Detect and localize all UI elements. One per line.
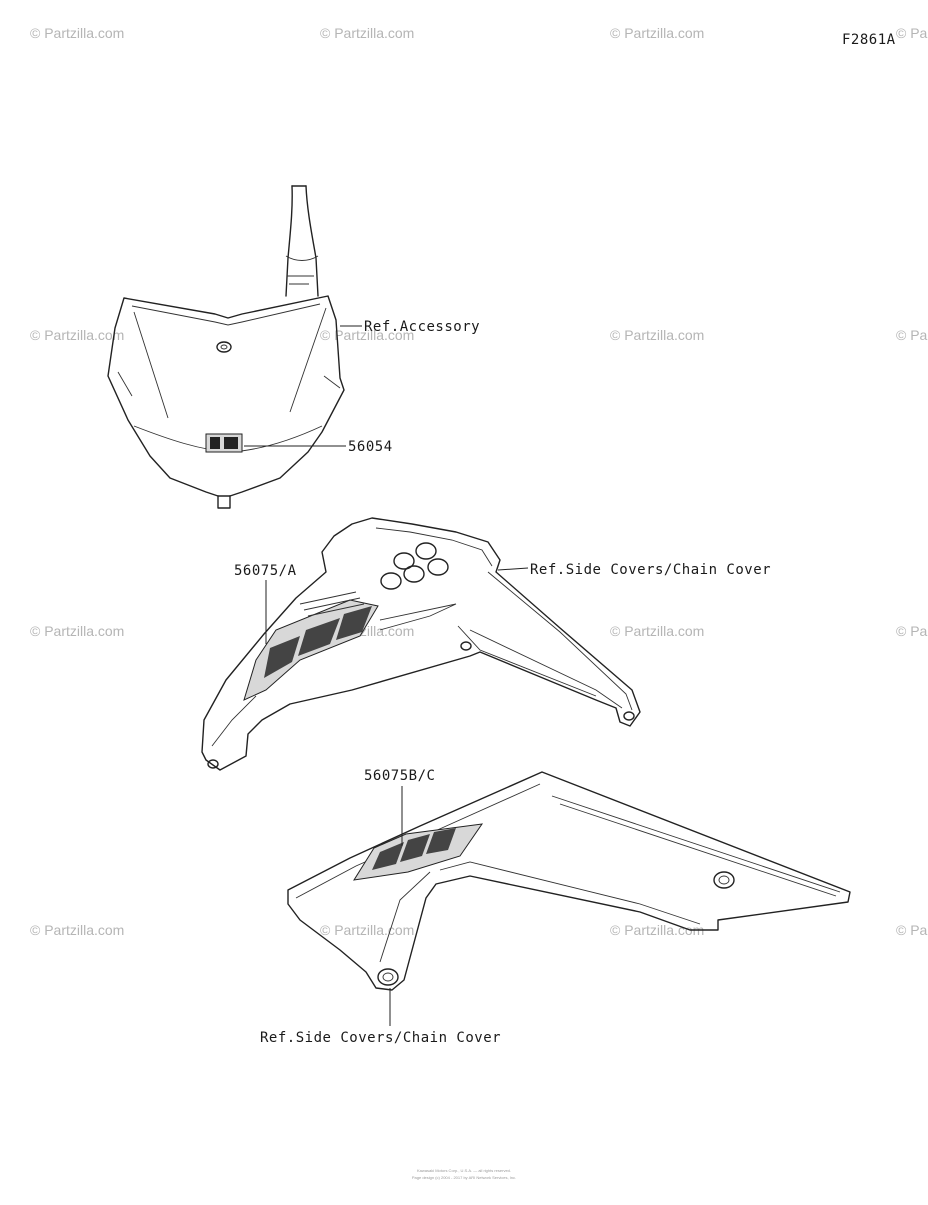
watermark: © Partzilla.com	[896, 327, 928, 343]
watermark: © Partzilla.com	[320, 922, 414, 938]
footer-line-1: Kawasaki Motors Corp., U.S.A. — all righ…	[417, 1168, 511, 1173]
number-plate-illustration	[107, 185, 345, 509]
copyright-footer: Kawasaki Motors Corp., U.S.A. — all righ…	[412, 1168, 516, 1180]
watermark: © Partzilla.com	[896, 922, 928, 938]
label-ref-side-covers-upper: Ref.Side Covers/Chain Cover	[530, 562, 771, 578]
watermark: © Partzilla.com	[610, 25, 704, 41]
watermark: © Partzilla.com	[30, 922, 124, 938]
watermark: © Partzilla.com	[320, 327, 414, 343]
label-ref-side-covers-lower: Ref.Side Covers/Chain Cover	[260, 1030, 501, 1046]
label-56054: 56054	[348, 439, 393, 455]
radiator-shroud-lower-illustration	[287, 771, 851, 991]
label-ref-accessory: Ref.Accessory	[364, 319, 480, 335]
watermark: © Partzilla.com	[30, 25, 124, 41]
watermark: © Partzilla.com	[30, 327, 124, 343]
label-56075bc: 56075B/C	[364, 768, 435, 784]
watermark: © Partzilla.com	[320, 25, 414, 41]
watermark-layer: © Partzilla.com © Partzilla.com © Partzi…	[30, 25, 928, 938]
watermark: © Partzilla.com	[610, 327, 704, 343]
label-56075a: 56075/A	[234, 563, 297, 579]
decal-56075a	[243, 591, 457, 701]
decal-56075bc	[353, 823, 484, 881]
watermark: © Partzilla.com	[610, 623, 704, 639]
watermark: © Partzilla.com	[30, 623, 124, 639]
footer-line-2: Page design (c) 2004 - 2017 by ARI Netwo…	[412, 1175, 516, 1180]
radiator-shroud-illustration	[201, 517, 641, 771]
watermark: © Partzilla.com	[896, 25, 928, 41]
watermark: © Partzilla.com	[896, 623, 928, 639]
figure-code: F2861A	[842, 32, 896, 48]
